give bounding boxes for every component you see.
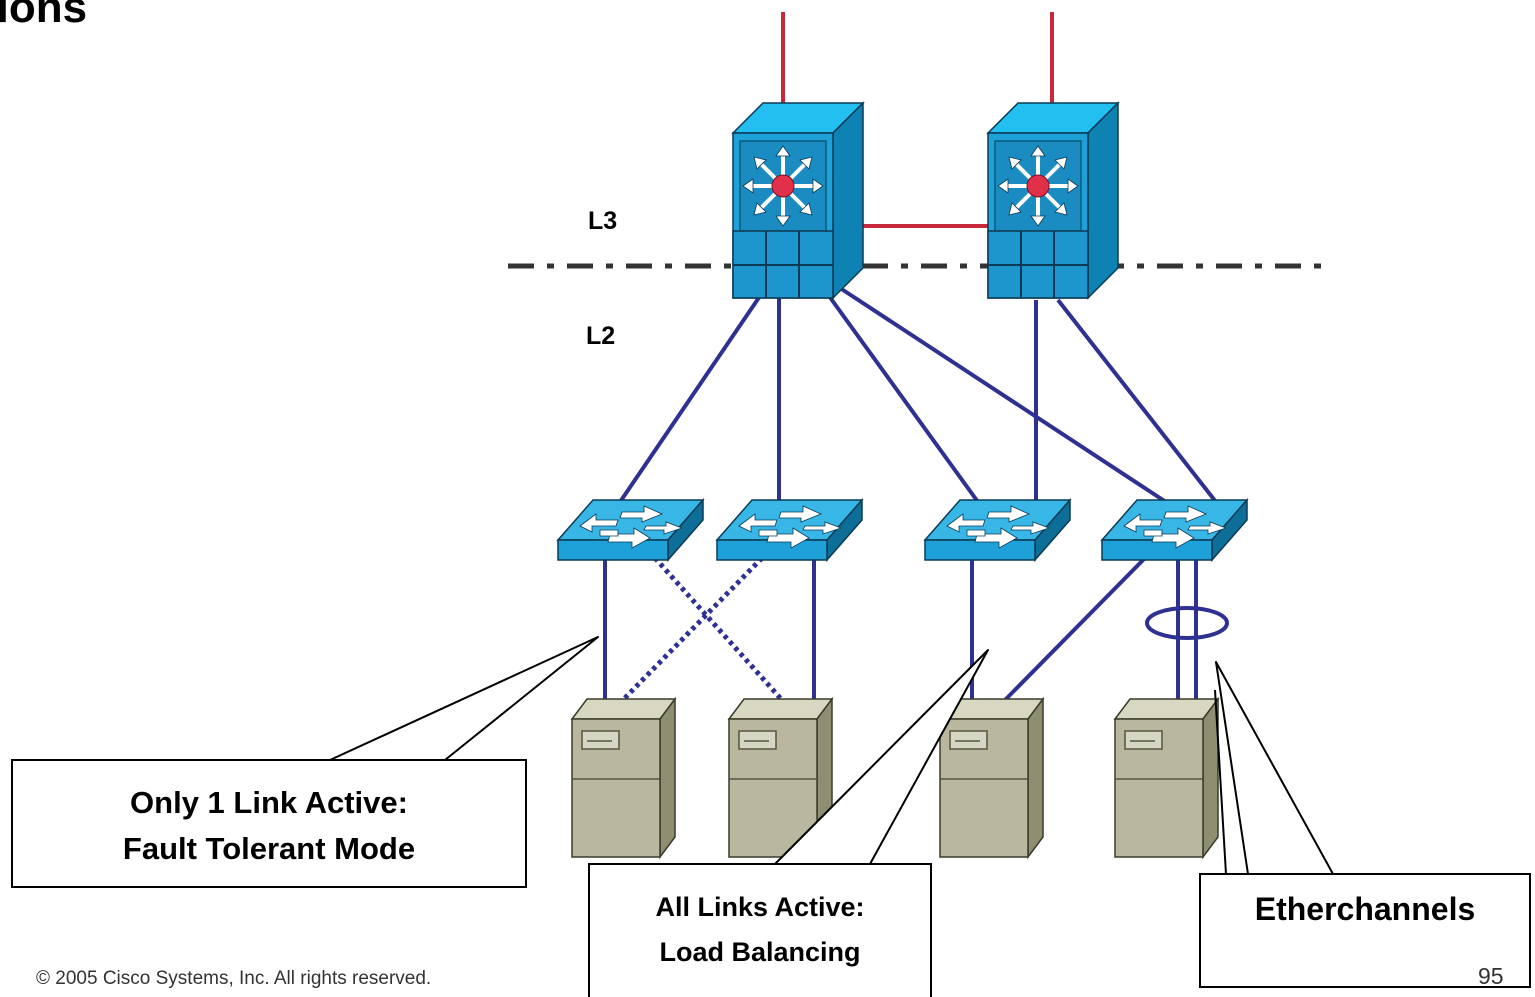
multilayer-switch-icon [731,101,865,300]
workgroup-switch-icon [924,499,1071,561]
callout-text-line1: All Links Active: [655,892,864,922]
workgroup-switch-icon [557,499,704,561]
l3-label: L3 [588,207,617,235]
access-switch-4 [1101,499,1248,561]
server-links [603,556,1198,708]
uplink-sw3-a [827,294,980,504]
callout-pointer [1215,661,1334,875]
access-switch-3 [924,499,1071,561]
uplink-sw1 [618,294,762,504]
server-icon [1114,698,1219,858]
workgroup-switch-icon [1101,499,1248,561]
multilayer-switch-icon [986,101,1120,300]
server-1 [571,698,676,858]
server-icon [939,698,1044,858]
server3-link-b [1003,556,1147,702]
uplink-sw4-a [838,286,1168,504]
server-3 [939,698,1044,858]
uplink-sw4-b [1056,298,1218,504]
callout-load-balancing: All Links Active: Load Balancing [588,649,989,997]
l2-label: L2 [586,322,615,350]
standby-links [616,556,784,707]
callout-text-line2: Load Balancing [659,937,860,967]
server1-standby-link [616,556,764,707]
server-4 [1114,698,1219,858]
callout-etherchannels: Etherchannels [1199,661,1531,988]
multilayer-switch-left [731,101,865,300]
callout-fault-tolerant: Only 1 Link Active: Fault Tolerant Mode [11,636,599,888]
multilayer-switch-right [986,101,1120,300]
callout-pointer [774,649,989,865]
distribution-uplinks [618,286,1218,504]
callout-pointer-second [1214,689,1227,875]
callout-box [588,863,932,997]
etherchannel-ring [1145,606,1229,640]
callout-text: Etherchannels [1255,891,1476,927]
page-title: ing options [0,0,87,32]
workgroup-switch-icon [716,499,863,561]
callout-text-line1: Only 1 Link Active: [130,785,408,820]
server-icon [571,698,676,858]
page-number: 95 [1478,963,1504,989]
callout-box [1199,873,1531,988]
access-switch-1 [557,499,704,561]
server2-standby-link [653,556,784,702]
callout-text-line2: Fault Tolerant Mode [123,831,415,866]
copyright-text: © 2005 Cisco Systems, Inc. All rights re… [36,968,432,989]
access-switch-2 [716,499,863,561]
callout-pointer [329,636,599,761]
callout-box [11,759,527,888]
